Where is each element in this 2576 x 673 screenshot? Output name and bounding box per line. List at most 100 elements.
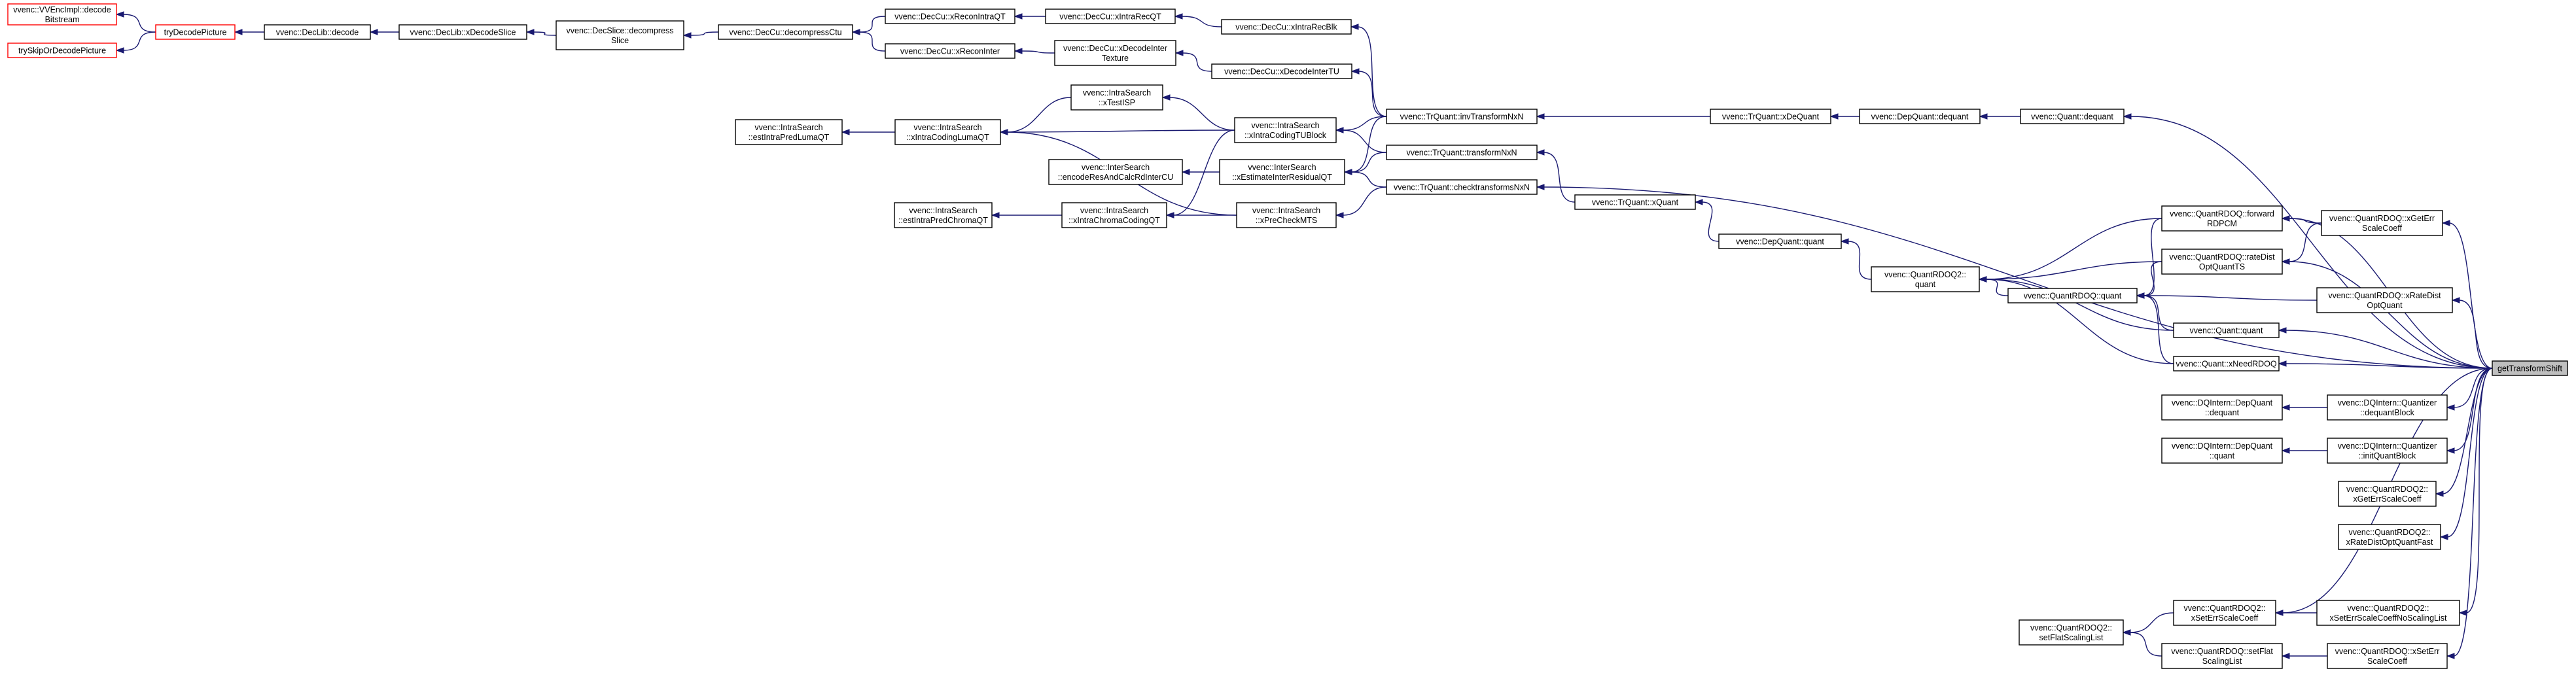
node-deccu-xintrarecblk[interactable]: vvenc::DecCu::xIntraRecBlk [1221,19,1352,35]
node-gettransformshift[interactable]: getTransformShift [2492,360,2568,376]
node-box[interactable] [894,202,993,228]
node-depquant-quant[interactable]: vvenc::DepQuant::quant [1718,233,1842,249]
node-box[interactable] [264,24,371,40]
node-box[interactable] [2327,643,2448,669]
node-intrasearch-xintracodingluma[interactable]: vvenc::IntraSearch::xIntraCodingLumaQT [894,119,1001,145]
node-quantrdoq2-quant[interactable]: vvenc::QuantRDOQ2::quant [1871,266,1980,292]
node-deccu-xintrarecqt[interactable]: vvenc::DecCu::xIntraRecQT [1045,9,1176,24]
node-quantrdoq-setflatscalinglist[interactable]: vvenc::QuantRDOQ::setFlatScalingList [2161,643,2283,669]
node-intersearch-xestimate[interactable]: vvenc::InterSearch::xEstimateInterResidu… [1219,159,1345,185]
node-quant-xneedrdoq[interactable]: vvenc::Quant::xNeedRDOQ [2173,356,2280,371]
node-box[interactable] [894,119,1001,145]
node-declib-xdecodeslice[interactable]: vvenc::DecLib::xDecodeSlice [398,24,527,40]
node-box[interactable] [398,24,527,40]
node-tryDecode[interactable]: tryDecodePicture [155,24,236,40]
node-box[interactable] [2173,322,2280,338]
node-trquant-transform[interactable]: vvenc::TrQuant::transformNxN [1386,145,1538,160]
node-box[interactable] [1221,19,1352,35]
node-intersearch-encoderes[interactable]: vvenc::InterSearch::encodeResAndCalcRdIn… [1048,159,1183,185]
node-box[interactable] [885,9,1015,24]
node-box[interactable] [1386,109,1538,124]
node-dqintern-depquant-quant[interactable]: vvenc::DQIntern::DepQuant::quant [2161,438,2283,464]
node-box[interactable] [2161,643,2283,669]
node-box[interactable] [2007,288,2138,303]
node-trquant-checktransforms[interactable]: vvenc::TrQuant::checktransformsNxN [1386,179,1538,195]
node-box[interactable] [2161,394,2283,421]
node-quantrdoq2-xseterrscalecoeff[interactable]: vvenc::QuantRDOQ2::xSetErrScaleCoeff [2173,600,2276,626]
node-box[interactable] [155,24,236,40]
node-deccu-xdecodeintertu[interactable]: vvenc::DecCu::xDecodeInterTU [1211,63,1352,79]
node-quant-dequant[interactable]: vvenc::Quant::dequant [2020,109,2125,124]
node-box[interactable] [2492,360,2568,376]
node-dqintern-quantizer-dequantblock[interactable]: vvenc::DQIntern::Quantizer::dequantBlock [2327,394,2448,421]
node-box[interactable] [1070,84,1163,111]
node-box[interactable] [2316,600,2460,626]
node-box[interactable] [1045,9,1176,24]
node-box[interactable] [2019,619,2124,646]
node-box[interactable] [2173,600,2276,626]
node-box[interactable] [1710,109,1831,124]
node-intrasearch-xprecheckmts[interactable]: vvenc::IntraSearch::xPreCheckMTS [1236,202,1337,228]
node-box[interactable] [556,20,684,50]
node-box[interactable] [1859,109,1981,124]
node-depquant-dequant[interactable]: vvenc::DepQuant::dequant [1859,109,1981,124]
node-box[interactable] [2327,394,2448,421]
node-deccu-decompressctu[interactable]: vvenc::DecCu::decompressCtu [718,24,853,40]
node-box[interactable] [1219,159,1345,185]
node-box[interactable] [1236,202,1337,228]
node-deccu-xreconinter[interactable]: vvenc::DecCu::xReconInter [885,43,1015,59]
node-trquant-xdequant[interactable]: vvenc::TrQuant::xDeQuant [1710,109,1831,124]
node-box[interactable] [1234,117,1337,143]
node-dqintern-depquant-dequant[interactable]: vvenc::DQIntern::DepQuant::dequant [2161,394,2283,421]
node-quantrdoq2-xgeterrscalecoeff[interactable]: vvenc::QuantRDOQ2::xGetErrScaleCoeff [2338,481,2437,507]
node-box[interactable] [2321,210,2443,236]
node-box[interactable] [1054,40,1176,66]
node-box[interactable] [735,119,843,145]
node-box[interactable] [2316,287,2453,313]
node-box[interactable] [1718,233,1842,249]
node-quantrdoq-xgeterrscalecoeff[interactable]: vvenc::QuantRDOQ::xGetErrScaleCoeff [2321,210,2443,236]
node-box[interactable] [7,43,117,58]
node-quantrdoq-xratedistoptquant[interactable]: vvenc::QuantRDOQ::xRateDistOptQuant [2316,287,2453,313]
node-trquant-xquant[interactable]: vvenc::TrQuant::xQuant [1574,194,1696,210]
node-intrasearch-xintracodingtublock[interactable]: vvenc::IntraSearch::xIntraCodingTUBlock [1234,117,1337,143]
node-intrasearch-estintrapredchroma[interactable]: vvenc::IntraSearch::estIntraPredChromaQT [894,202,993,228]
node-quantrdoq-xseterrscalecoeff[interactable]: vvenc::QuantRDOQ::xSetErrScaleCoeff [2327,643,2448,669]
node-trySkipOrDecode[interactable]: trySkipOrDecodePicture [7,43,117,58]
node-box[interactable] [2161,205,2283,232]
node-quantrdoq2-xseterrnoscaling[interactable]: vvenc::QuantRDOQ2::xSetErrScaleCoeffNoSc… [2316,600,2460,626]
node-box[interactable] [1574,194,1696,210]
node-box[interactable] [1871,266,1980,292]
node-quant-quant[interactable]: vvenc::Quant::quant [2173,322,2280,338]
node-box[interactable] [2161,438,2283,464]
node-intrasearch-estintrapredlumaqt[interactable]: vvenc::IntraSearch::estIntraPredLumaQT [735,119,843,145]
node-box[interactable] [2338,481,2437,507]
node-box[interactable] [1386,179,1538,195]
node-intrasearch-xintrachroma[interactable]: vvenc::IntraSearch::xIntraChromaCodingQT [1061,202,1167,228]
node-box[interactable] [1061,202,1167,228]
node-box[interactable] [7,3,117,26]
node-intrasearch-xtestisp[interactable]: vvenc::IntraSearch::xTestISP [1070,84,1163,111]
node-trquant-invtransform[interactable]: vvenc::TrQuant::invTransformNxN [1386,109,1538,124]
node-deccu-xreconintraqt[interactable]: vvenc::DecCu::xReconIntraQT [885,9,1015,24]
node-box[interactable] [1048,159,1183,185]
node-box[interactable] [2173,356,2280,371]
node-box[interactable] [1386,145,1538,160]
node-quantrdoq2-xratedistoptquantfast[interactable]: vvenc::QuantRDOQ2::xRateDistOptQuantFast [2338,524,2441,550]
node-quantrdoq-quant[interactable]: vvenc::QuantRDOQ::quant [2007,288,2138,303]
node-box[interactable] [1211,63,1352,79]
node-box[interactable] [2161,249,2283,275]
node-dqintern-quantizer-initquantblock[interactable]: vvenc::DQIntern::Quantizer::initQuantBlo… [2327,438,2448,464]
node-declib-decode[interactable]: vvenc::DecLib::decode [264,24,371,40]
node-box[interactable] [2327,438,2448,464]
node-box[interactable] [2338,524,2441,550]
node-quantrdoq2-setflatscalinglist[interactable]: vvenc::QuantRDOQ2::setFlatScalingList [2019,619,2124,646]
node-box[interactable] [2020,109,2125,124]
node-box[interactable] [885,43,1015,59]
node-box[interactable] [718,24,853,40]
